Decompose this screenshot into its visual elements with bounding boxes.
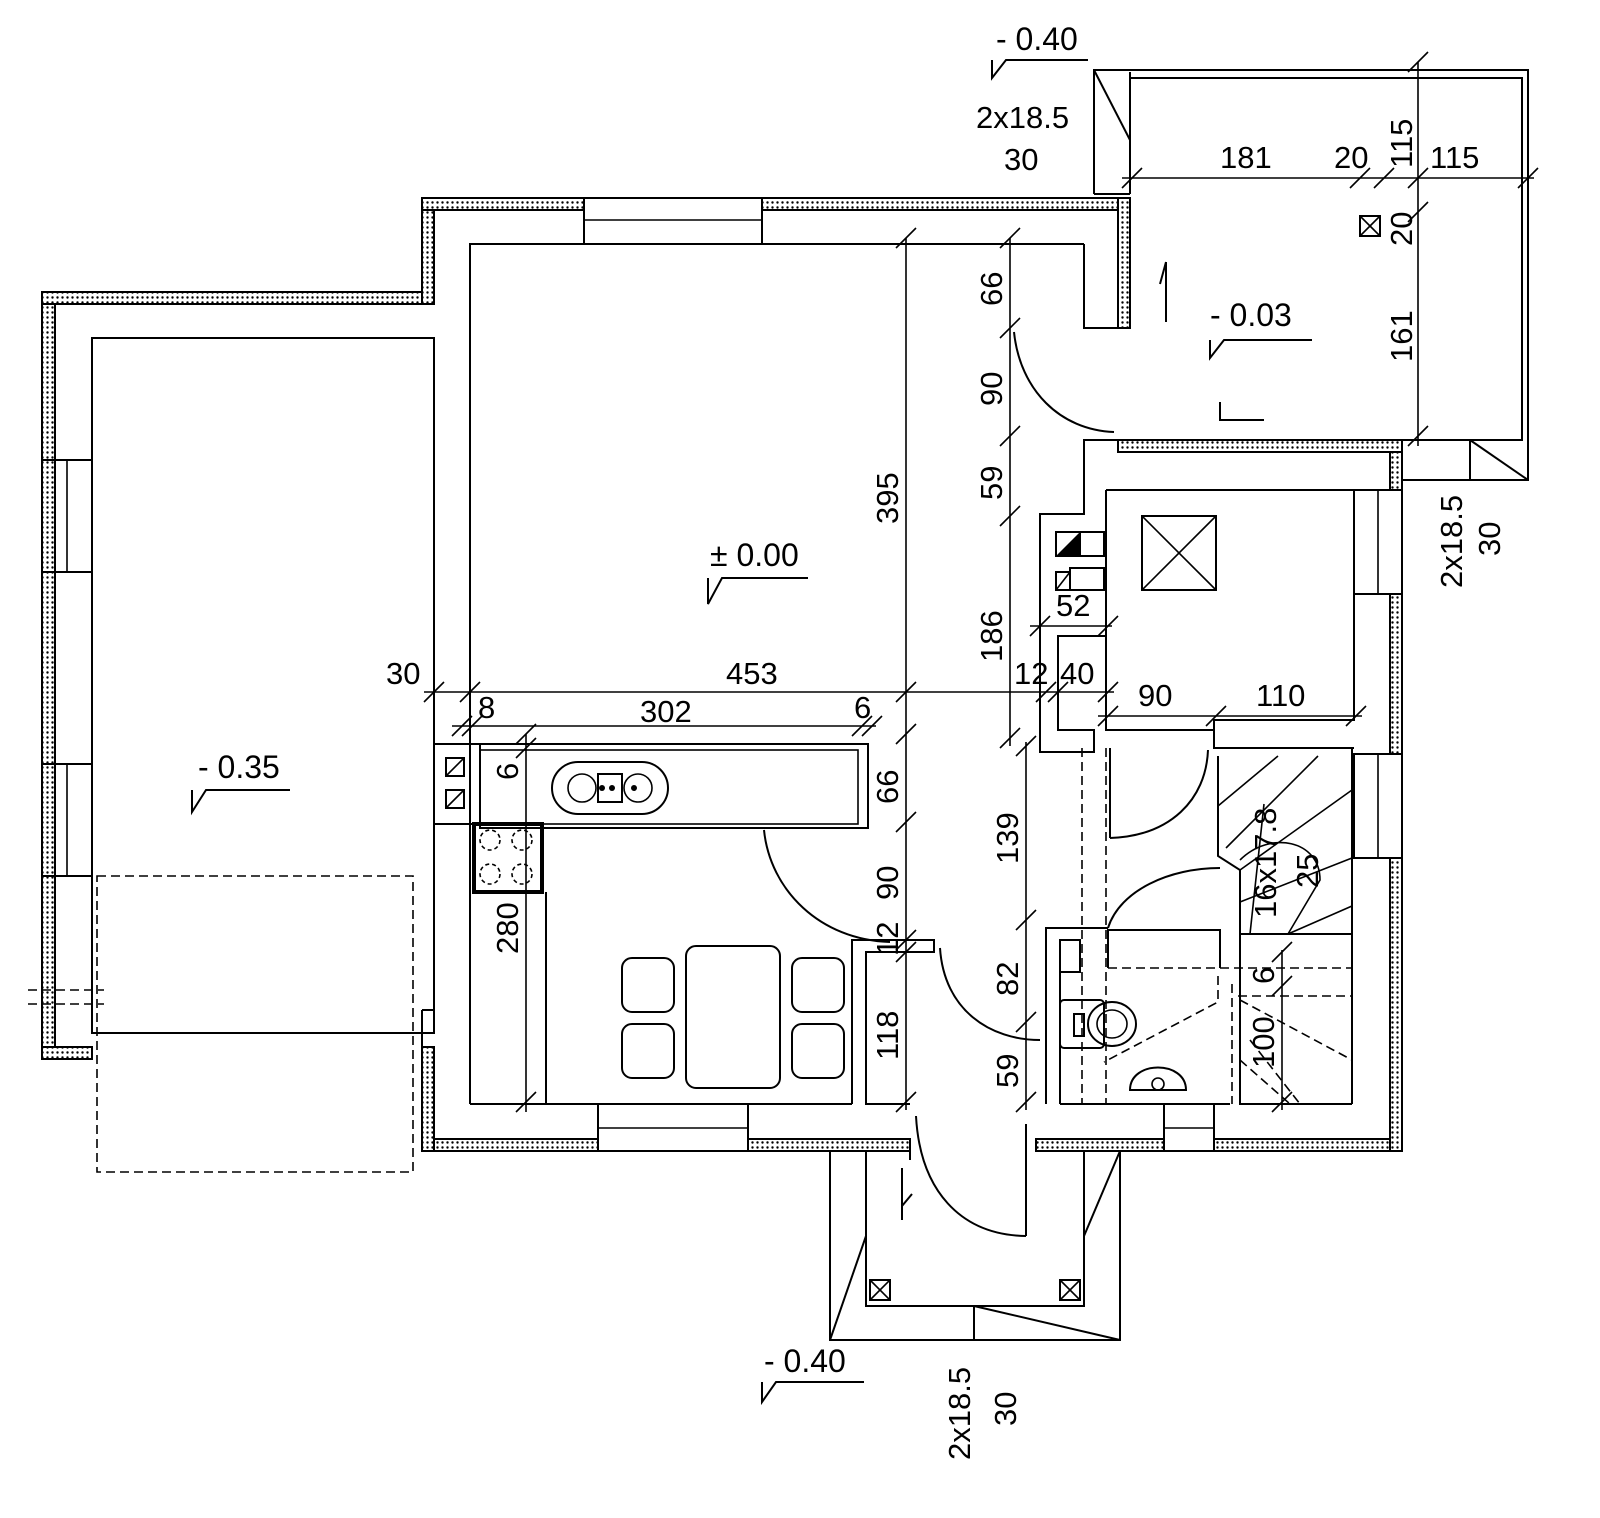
dim-59-bottom: 59 — [990, 1054, 1025, 1088]
top-stair-rise: 2x18.5 — [976, 100, 1069, 135]
exterior-walls — [41, 197, 1403, 1152]
stair-labels: 2x18.5 30 2x18.5 30 2x18.5 30 16x17.8 25 — [942, 100, 1507, 1460]
service-block — [1045, 489, 1403, 1152]
dim-66-mid: 66 — [870, 770, 905, 804]
dim-66-top: 66 — [974, 272, 1009, 306]
level-main-floor: ± 0.00 — [710, 537, 799, 573]
living-room — [469, 197, 1118, 1152]
dim-6-kitchen: 6 — [854, 690, 871, 725]
level-top-terrace: - 0.40 — [996, 21, 1078, 57]
interior-stair — [1217, 748, 1353, 1105]
top-stair-tread: 30 — [1004, 142, 1038, 177]
bottom-stair-rise: 2x18.5 — [942, 1367, 977, 1460]
dim-20-terrace: 20 — [1334, 140, 1368, 175]
dim-280: 280 — [490, 902, 525, 954]
dim-40: 40 — [1060, 656, 1094, 691]
entrance-porch — [829, 1150, 1121, 1341]
dim-100: 100 — [1246, 1016, 1281, 1068]
right-stair-rise: 2x18.5 — [1434, 495, 1469, 588]
dim-82: 82 — [990, 962, 1025, 996]
dim-30: 30 — [386, 656, 420, 691]
dim-8: 8 — [478, 690, 495, 725]
dim-395: 395 — [870, 472, 905, 524]
level-garage: - 0.35 — [198, 749, 280, 785]
level-terrace: - 0.03 — [1210, 297, 1292, 333]
dim-90-top: 90 — [974, 372, 1009, 406]
garage — [28, 337, 435, 1173]
dim-20-vertical: 20 — [1384, 212, 1419, 246]
dim-6-stair: 6 — [1246, 967, 1281, 984]
level-markers — [191, 59, 1312, 1406]
dim-52: 52 — [1056, 588, 1090, 623]
dim-12-mid: 12 — [870, 922, 905, 956]
level-entrance: - 0.40 — [764, 1343, 846, 1379]
level-labels: ± 0.00 - 0.35 - 0.03 - 0.40 - 0.40 — [198, 21, 1292, 1379]
dim-90-mid: 90 — [870, 866, 905, 900]
kitchen — [433, 743, 891, 1104]
dim-161: 161 — [1384, 310, 1419, 362]
dim-12-corridor: 12 — [1014, 656, 1048, 691]
dim-115-horizontal: 115 — [1430, 140, 1479, 175]
dim-302: 302 — [640, 694, 692, 729]
dim-6-vertical: 6 — [490, 763, 525, 780]
dim-110: 110 — [1256, 678, 1305, 713]
dim-59-top: 59 — [974, 466, 1009, 500]
dim-181: 181 — [1220, 140, 1272, 175]
dim-90-utility: 90 — [1138, 678, 1172, 713]
dimension-lines — [423, 51, 1539, 1113]
dim-186: 186 — [974, 610, 1009, 662]
corridor — [851, 331, 1118, 1237]
terrace — [1093, 69, 1529, 481]
bottom-stair-tread: 30 — [988, 1392, 1023, 1426]
dim-118: 118 — [870, 1011, 905, 1060]
dim-139: 139 — [990, 812, 1025, 864]
dim-453: 453 — [726, 656, 778, 691]
interior-stair-label: 16x17.8 — [1248, 808, 1283, 918]
dimension-labels: 395 66 90 59 186 66 90 12 118 139 82 59 … — [386, 119, 1479, 1088]
dim-115-vertical: 115 — [1384, 119, 1419, 168]
interior-stair-tread: 25 — [1290, 854, 1325, 888]
right-stair-tread: 30 — [1472, 522, 1507, 556]
